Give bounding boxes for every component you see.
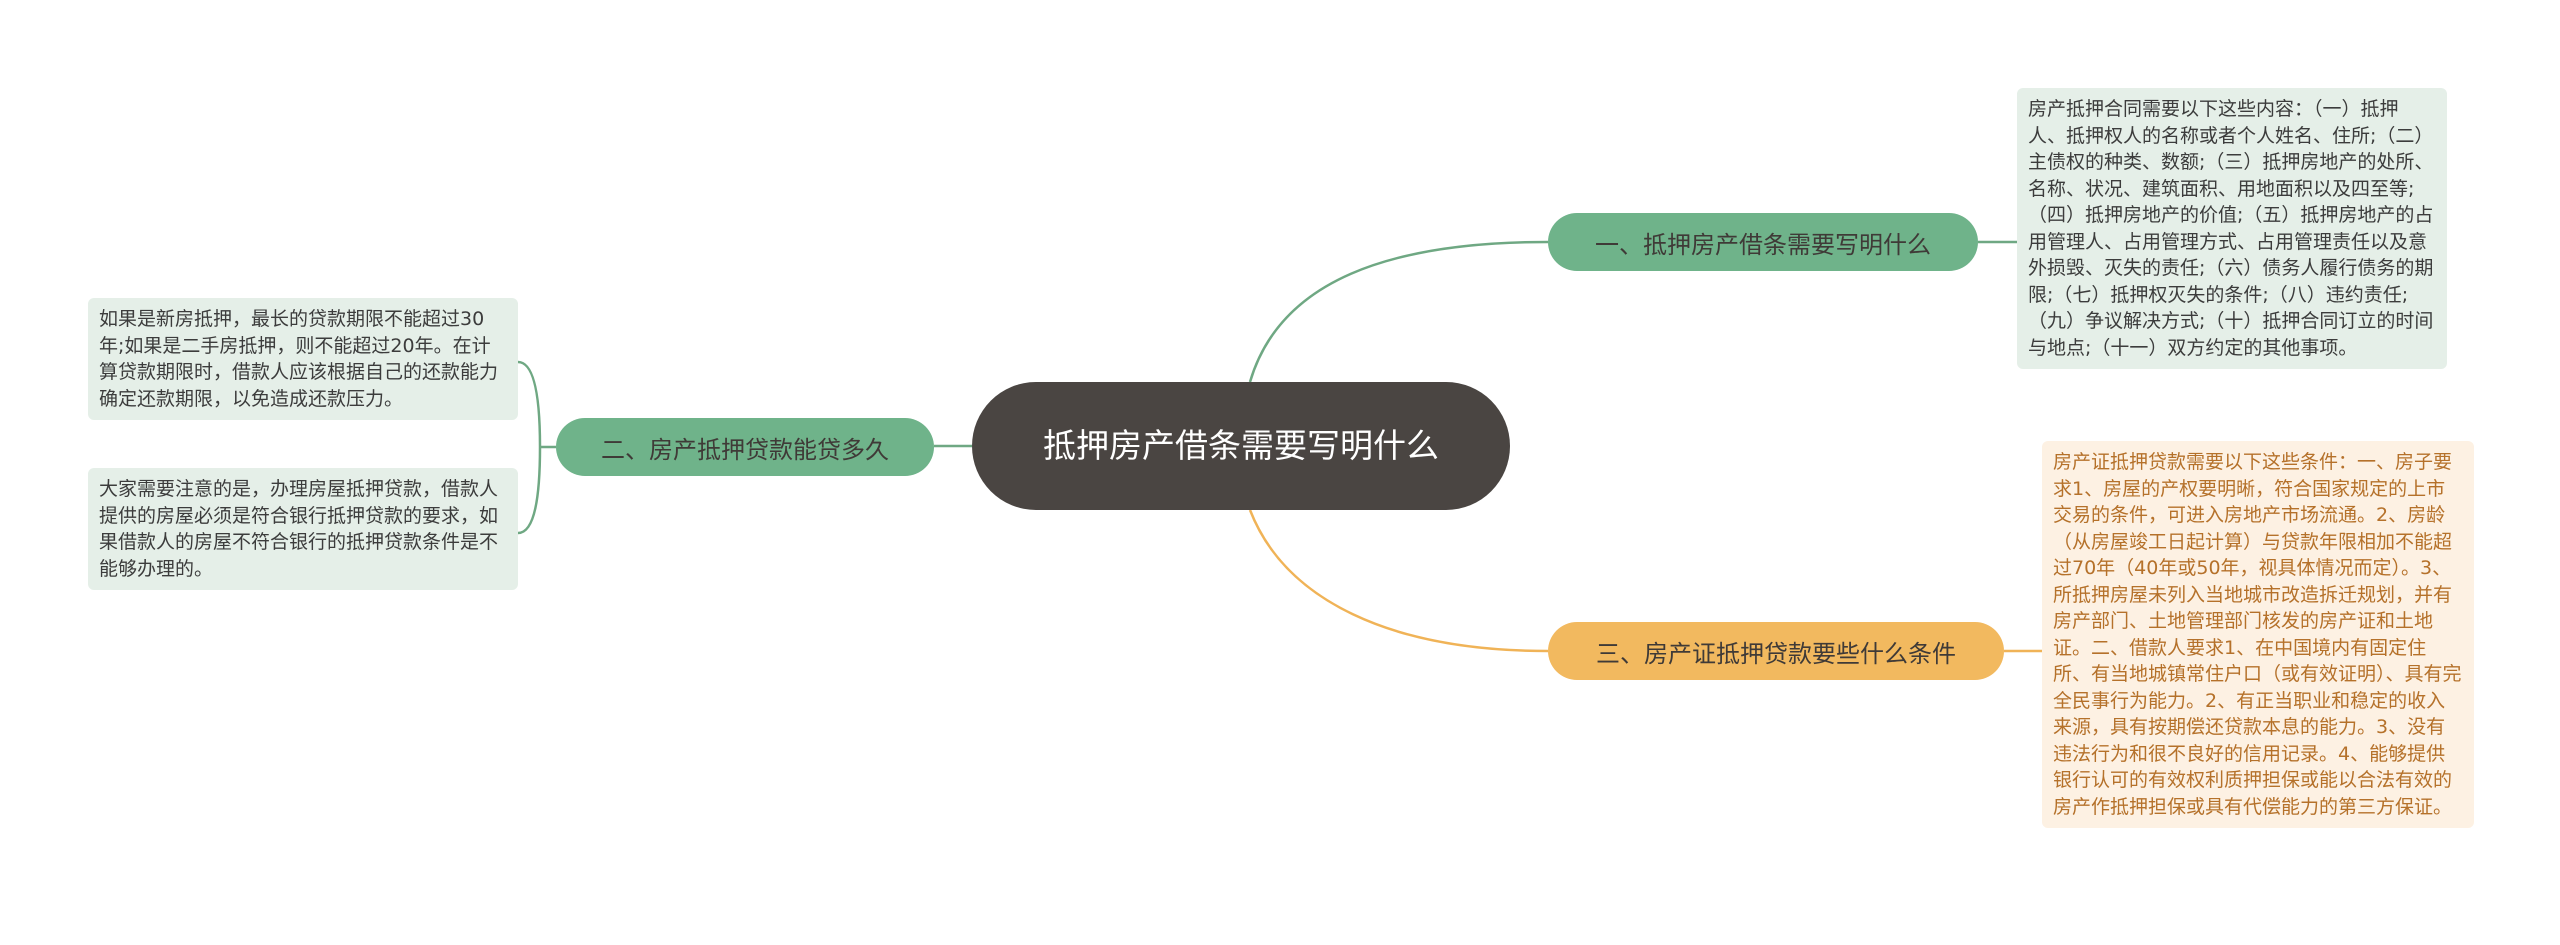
note-branch-2-b: 大家需要注意的是，办理房屋抵押贷款，借款人提供的房屋必须是符合银行抵押贷款的要求… xyxy=(88,468,518,590)
connector-branch-2-to-notes xyxy=(517,360,556,535)
connector-central-to-branch-1 xyxy=(1248,240,1549,383)
branch-topic-2[interactable]: 二、房产抵押贷款能贷多久 xyxy=(556,418,934,476)
branch-topic-3-label: 三、房产证抵押贷款要些什么条件 xyxy=(1596,639,1956,668)
branch-topic-3[interactable]: 三、房产证抵押贷款要些什么条件 xyxy=(1548,622,2004,680)
branch-topic-1-label: 一、抵押房产借条需要写明什么 xyxy=(1595,230,1931,259)
branch-topic-1[interactable]: 一、抵押房产借条需要写明什么 xyxy=(1548,213,1978,271)
connector-central-to-branch-3 xyxy=(1248,509,1549,653)
branch-topic-2-label: 二、房产抵押贷款能贷多久 xyxy=(601,435,889,464)
note-branch-3: 房产证抵押贷款需要以下这些条件：一、房子要求1、房屋的产权要明晰，符合国家规定的… xyxy=(2042,441,2474,828)
central-topic[interactable]: 抵押房产借条需要写明什么 xyxy=(972,382,1510,510)
note-branch-1: 房产抵押合同需要以下这些内容：（一）抵押人、抵押权人的名称或者个人姓名、住所;（… xyxy=(2017,88,2447,369)
note-branch-2-a: 如果是新房抵押，最长的贷款期限不能超过30年;如果是二手房抵押，则不能超过20年… xyxy=(88,298,518,420)
central-topic-label: 抵押房产借条需要写明什么 xyxy=(1043,426,1439,465)
